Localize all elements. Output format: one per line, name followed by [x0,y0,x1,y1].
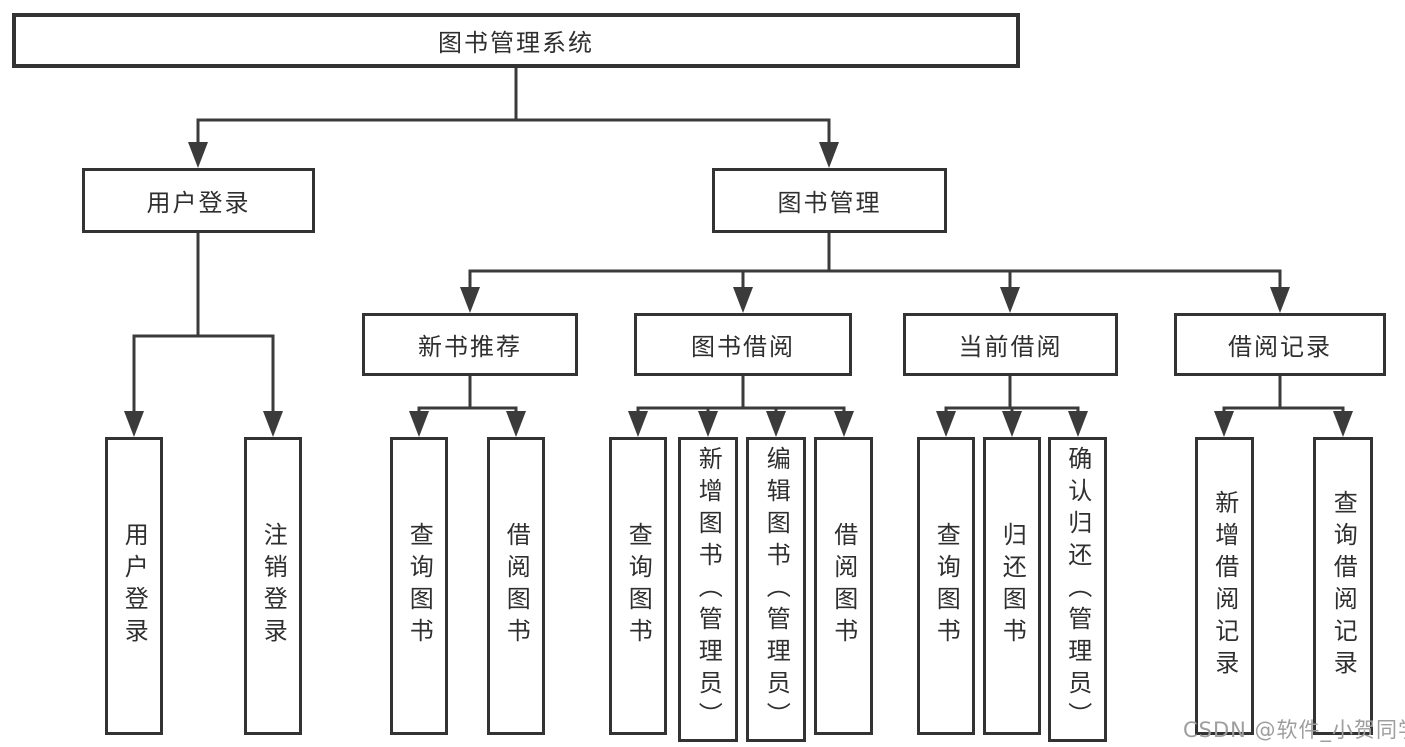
arrow-down-icon [1068,411,1088,437]
leaf-current-confirm-return-admin: 确认归还（管理员） [1048,437,1107,742]
node-label: 借阅记录 [1228,333,1332,361]
arrow-down-icon [188,142,208,168]
leaf-recommend-query-books: 查询图书 [390,437,448,735]
node-label: 编辑图书（管理员） [762,445,791,734]
leaf-user-login: 用户登录 [105,437,163,735]
arrow-down-icon [733,287,753,313]
arrow-down-icon [628,411,648,437]
arrow-down-icon [1002,411,1022,437]
arrow-down-icon [834,411,854,437]
watermark: CSDN @软件_小贺同学 [1183,718,1405,742]
node-label: 确认归还（管理员） [1063,445,1092,734]
arrow-down-icon [1270,287,1290,313]
node-borrow-records: 借阅记录 [1174,313,1386,376]
node-label: 新增借阅记录 [1210,490,1239,682]
leaf-records-query-record: 查询借阅记录 [1313,437,1373,735]
node-label: 查询图书 [405,522,434,650]
node-user-login: 用户登录 [82,168,315,233]
arrow-down-icon [1000,287,1020,313]
node-label: 借阅图书 [829,522,858,650]
arrow-down-icon [1333,411,1353,437]
leaf-borrow-edit-books-admin: 编辑图书（管理员） [746,437,806,742]
leaf-borrow-query-books: 查询图书 [609,437,667,735]
leaf-current-query-books: 查询图书 [917,437,975,735]
node-library-system: 图书管理系统 [12,13,1020,68]
arrow-down-icon [698,411,718,437]
leaf-borrow-add-books-admin: 新增图书（管理员） [678,437,738,742]
arrow-down-icon [936,411,956,437]
leaf-borrow-borrow-books: 借阅图书 [814,437,873,735]
node-label: 当前借阅 [958,333,1063,361]
node-label: 借阅图书 [502,522,531,650]
leaf-recommend-borrow-books: 借阅图书 [487,437,545,735]
arrow-down-icon [263,411,283,437]
arrow-down-icon [766,411,786,437]
node-label: 新书推荐 [418,333,522,361]
arrow-down-icon [409,411,429,437]
node-label: 归还图书 [998,522,1027,650]
node-book-management: 图书管理 [712,168,947,233]
arrow-down-icon [506,411,526,437]
node-label: 图书管理系统 [438,29,594,57]
arrow-down-icon [819,142,839,168]
arrow-down-icon [460,287,480,313]
node-label: 图书管理 [777,189,882,217]
node-label: 查询图书 [932,522,961,650]
node-new-book-recommend: 新书推荐 [362,313,578,376]
arrow-down-icon [124,411,144,437]
leaf-records-add-record: 新增借阅记录 [1195,437,1254,735]
node-label: 用户登录 [146,189,251,217]
node-label: 用户登录 [120,522,149,650]
node-current-borrow: 当前借阅 [903,313,1118,376]
node-label: 注销登录 [259,522,288,650]
leaf-current-return-books: 归还图书 [983,437,1041,735]
arrow-down-icon [1214,411,1234,437]
leaf-logout: 注销登录 [244,437,302,735]
node-label: 查询借阅记录 [1329,490,1358,682]
node-book-borrow: 图书借阅 [634,313,852,376]
node-label: 查询图书 [624,522,653,650]
node-label: 新增图书（管理员） [694,445,723,734]
node-label: 图书借阅 [691,333,795,361]
